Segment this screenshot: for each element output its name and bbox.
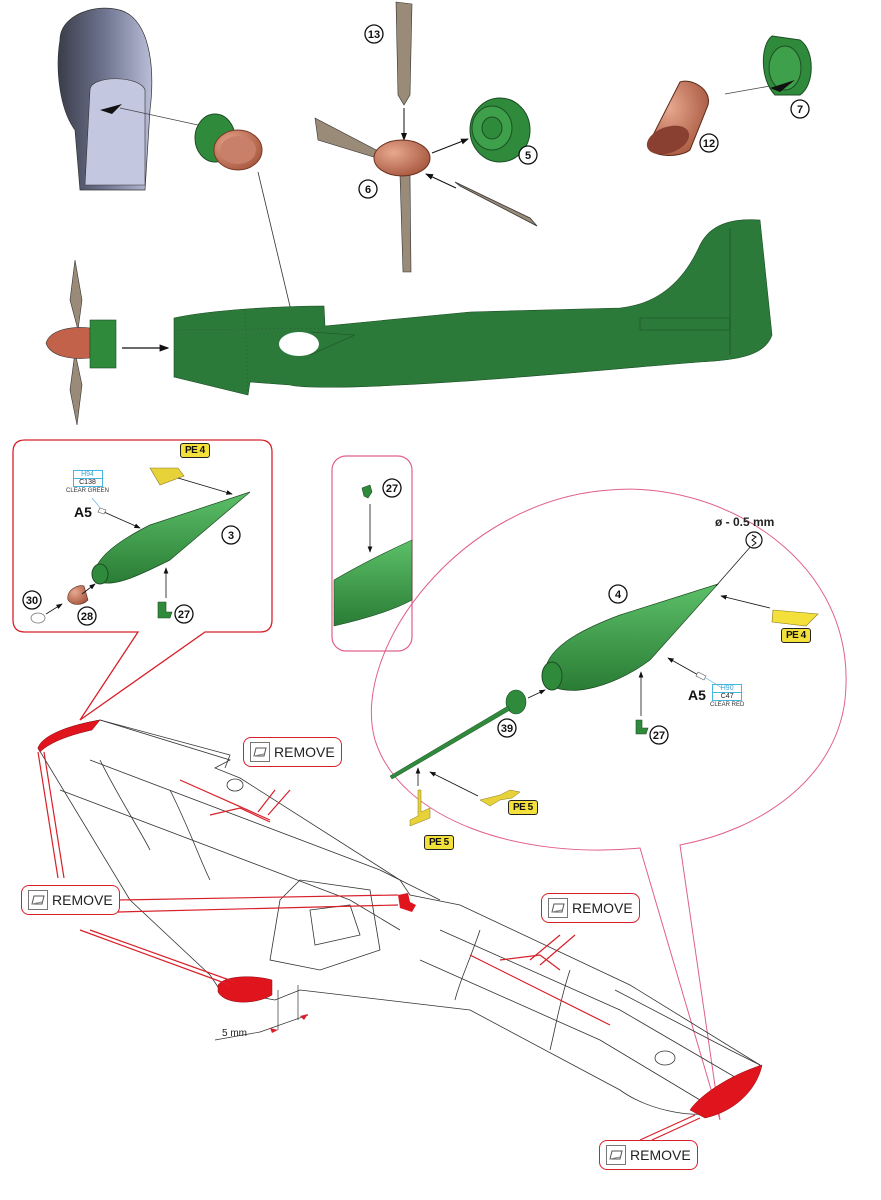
remove-cut-icon: [548, 898, 568, 918]
wingtip-left-red: [37, 719, 101, 753]
part-27-green-mid: [361, 484, 373, 499]
remove-label: REMOVE: [274, 744, 335, 760]
part-number-6: 6: [365, 184, 371, 196]
wing-tank-detail: [333, 539, 413, 627]
paint-code-secondary: C47: [712, 693, 743, 701]
fillet-red-part: [398, 893, 416, 912]
part-27-green-right: [635, 719, 649, 735]
arrow: [45, 603, 63, 615]
remove-callout-1: REMOVE: [243, 737, 342, 767]
part-28-copper-cap: [67, 585, 89, 605]
dimension-label: 5 mm: [222, 1028, 247, 1039]
remove-label: REMOVE: [572, 900, 633, 916]
part-5-green-hub: [469, 97, 531, 163]
paint-code-left: H94 C138 CLEAR GREEN: [66, 470, 109, 494]
propeller-blade-13: [395, 1, 413, 106]
propeller-blade-lower: [399, 174, 412, 273]
arrow: [720, 595, 771, 609]
arrow: [177, 477, 233, 495]
arrow: [429, 771, 479, 797]
part-number-5: 5: [525, 150, 531, 162]
leader-line: [715, 544, 753, 587]
nose-propeller-assembly: [45, 259, 117, 426]
wing-removal-lines: [179, 779, 611, 1026]
paint-code-primary: H90: [712, 684, 743, 693]
remove-cut-icon: [250, 742, 270, 762]
arrow: [103, 511, 141, 529]
remove-cut-icon: [606, 1145, 626, 1165]
remove-callout-2: REMOVE: [21, 885, 120, 915]
pe4-label-right: PE 4: [781, 628, 811, 643]
callout-box-left: [12, 439, 273, 721]
wing-tank-3-left: [91, 491, 251, 585]
pitot-tube-39: [389, 689, 527, 780]
part-label-a5-right: A5: [688, 687, 706, 703]
pe5-part-a: [409, 789, 431, 827]
pe5-part-b: [479, 789, 521, 807]
arrow: [431, 138, 469, 154]
pe5-label-a: PE 5: [508, 800, 538, 815]
part-label-a5-left: A5: [74, 504, 92, 520]
part-number-27-left: 27: [178, 609, 190, 621]
remove-callout-4: REMOVE: [599, 1140, 698, 1170]
dimension-5mm: [214, 985, 309, 1041]
pe4-fin-right: [771, 609, 819, 627]
arrow: [667, 657, 701, 677]
wing-tank-4-right: [541, 583, 720, 691]
arrow: [425, 173, 457, 189]
drill-icon: [745, 531, 763, 549]
part-number-12: 12: [703, 138, 715, 150]
remove-pointers: [37, 751, 701, 1141]
exhaust-part-green: [194, 113, 263, 171]
paint-name: CLEAR GREEN: [66, 488, 110, 494]
arrow: [527, 689, 546, 699]
part-number-4: 4: [615, 589, 622, 601]
leader-line: [705, 677, 723, 689]
wing-outline: [37, 719, 761, 1115]
part-number-13: 13: [368, 29, 380, 41]
clear-lens-part: [695, 671, 707, 681]
part-7-green: [762, 35, 812, 96]
wingtip-right-red: [689, 1064, 763, 1119]
remove-label: REMOVE: [52, 892, 113, 908]
leader-line: [119, 107, 199, 126]
part-number-28: 28: [81, 611, 93, 623]
clear-lens-part: [97, 507, 107, 515]
spinner-6: [373, 139, 431, 177]
pe5-label-b: PE 5: [424, 835, 454, 850]
drill-size-label: ø - 0.5 mm: [715, 515, 775, 529]
paint-code-right: H90 C47 CLEAR RED: [710, 684, 744, 708]
part-12-copper-tube: [646, 80, 709, 156]
arrow: [81, 583, 96, 595]
paint-code-secondary: C138: [72, 479, 103, 487]
part-number-3: 3: [228, 530, 234, 542]
remove-callout-3: REMOVE: [541, 893, 640, 923]
part-30-clear-ring: [30, 612, 46, 624]
wingtip-lower-left-red: [217, 976, 273, 1003]
part-number-39: 39: [501, 723, 513, 735]
part-number-7: 7: [797, 104, 803, 116]
paint-code-primary: H94: [72, 470, 103, 479]
part-number-30: 30: [26, 595, 38, 607]
fuselage-green: [173, 219, 773, 396]
part-number-27-right: 27: [653, 730, 665, 742]
leader-line: [724, 85, 771, 95]
engine-cowling: [57, 7, 153, 191]
remove-label: REMOVE: [630, 1147, 691, 1163]
pe4-label-left: PE 4: [180, 443, 210, 458]
paint-name: CLEAR RED: [710, 702, 745, 708]
remove-cut-icon: [28, 890, 48, 910]
part-number-27-mid: 27: [386, 483, 398, 495]
pe4-fin-left: [149, 467, 185, 486]
propeller-blade-right: [454, 181, 538, 227]
part-27-green-left: [157, 601, 173, 619]
callout-oval-right: [370, 488, 847, 1121]
